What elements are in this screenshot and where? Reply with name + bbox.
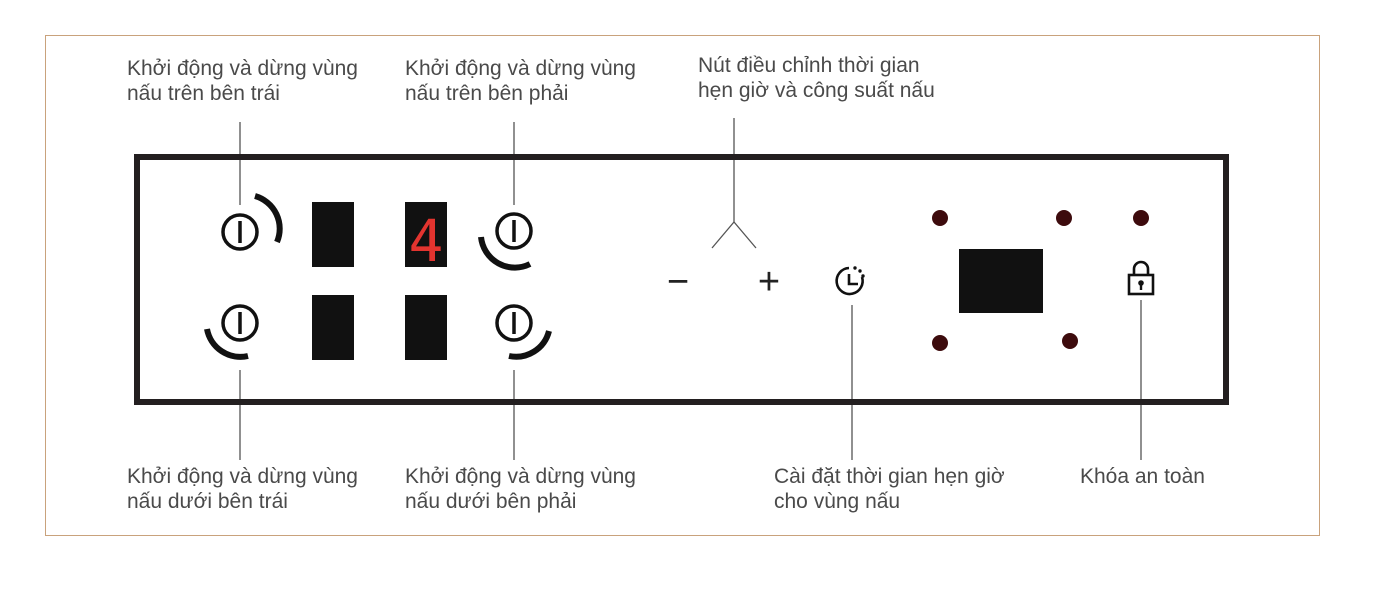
- power-level-arc: [204, 328, 249, 360]
- power-icon: [221, 304, 259, 342]
- bottom-right-zone-power-button[interactable]: [495, 304, 552, 360]
- bottom-left-zone-display: [312, 295, 354, 360]
- lock-icon: [1127, 260, 1155, 296]
- indicator-lights: [932, 210, 1149, 351]
- indicator-dot-top-left: [932, 210, 948, 226]
- plus-button[interactable]: +: [758, 261, 780, 303]
- top-left-zone-display: [312, 202, 354, 267]
- top-right-zone-display: [405, 202, 447, 267]
- power-level-arc: [254, 193, 283, 244]
- power-level-arc: [508, 330, 552, 360]
- power-icon: [495, 304, 533, 342]
- top-right-zone-digit: 4: [409, 207, 444, 275]
- bottom-left-zone-power-button[interactable]: [204, 304, 259, 360]
- power-icon: [495, 212, 533, 250]
- timer-button[interactable]: [835, 266, 865, 296]
- control-panel: [134, 154, 1229, 405]
- label-safety-lock: Khóa an toàn: [1080, 465, 1205, 488]
- leader-lines: [239, 118, 1142, 460]
- minus-button[interactable]: −: [667, 261, 689, 303]
- indicator-dot-bottom-right: [1062, 333, 1078, 349]
- leader-adjust-fork: [711, 220, 757, 249]
- indicator-dot-top-right: [1056, 210, 1072, 226]
- top-left-zone-power-button[interactable]: [221, 193, 283, 251]
- central-display: [959, 249, 1043, 313]
- safety-lock-button[interactable]: [1127, 260, 1155, 296]
- indicator-dot-lock: [1133, 210, 1149, 226]
- indicator-dot-bottom-left: [932, 335, 948, 351]
- top-right-zone-power-button[interactable]: [478, 212, 533, 271]
- diagram-frame: [45, 35, 1320, 536]
- power-icon: [221, 213, 259, 251]
- power-level-arc: [478, 236, 532, 271]
- bottom-right-zone-display: [405, 295, 447, 360]
- timer-icon: [835, 266, 865, 296]
